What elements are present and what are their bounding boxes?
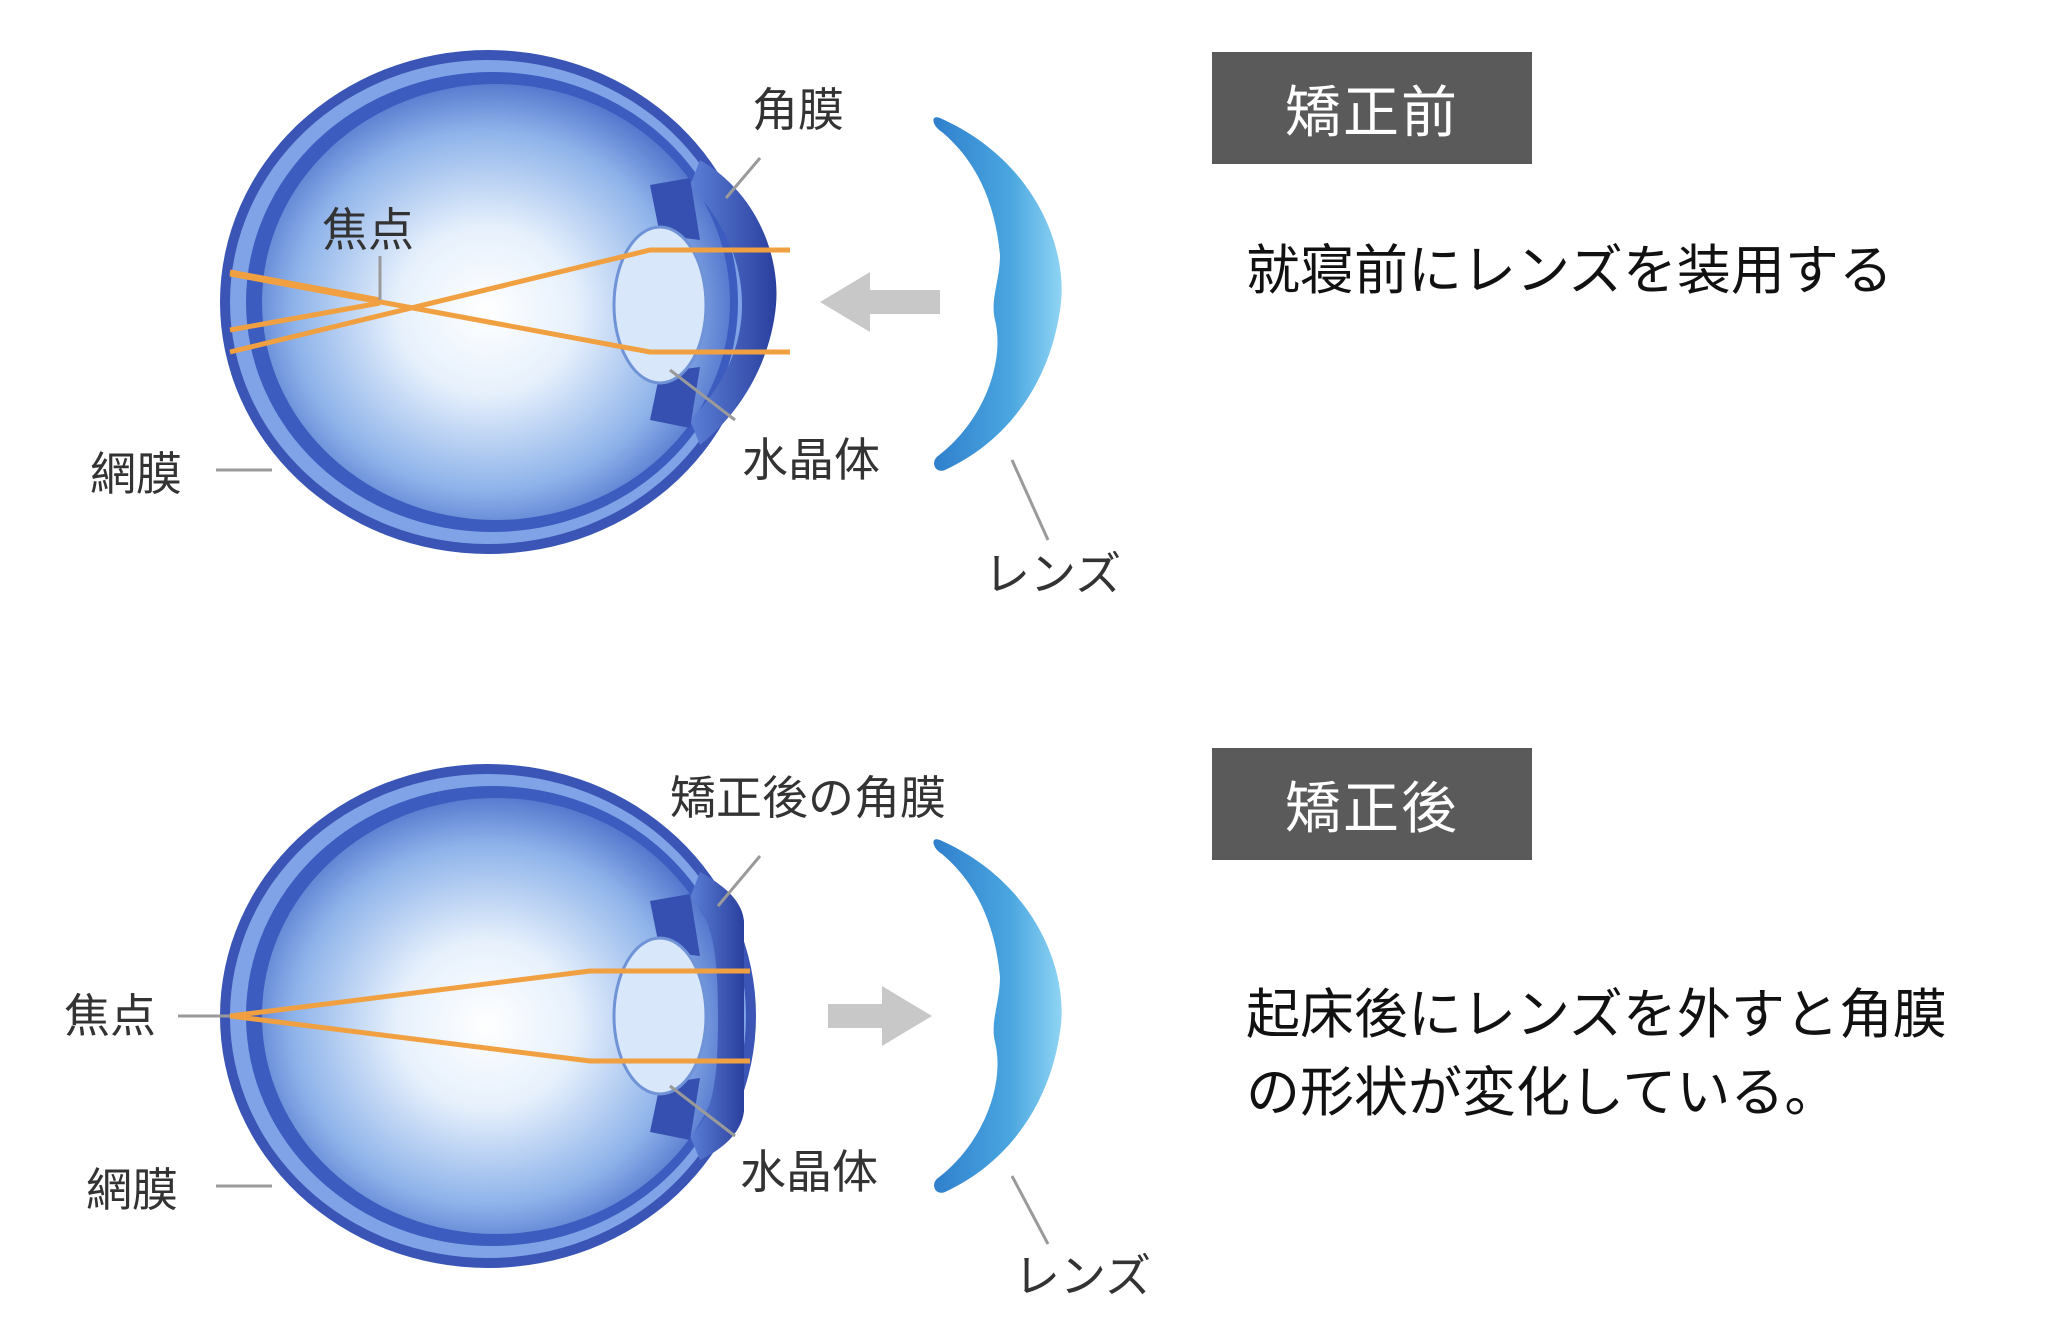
light-ray-upper — [229, 968, 750, 1019]
label-retina: 網膜 — [90, 447, 182, 501]
label-focus: 焦点 — [322, 203, 414, 257]
label-focus: 焦点 — [64, 989, 156, 1043]
heading-before: 矯正前 — [1212, 52, 1532, 164]
description-after-line2: の形状が変化している。 — [1246, 1061, 1839, 1124]
after-panel: 矯正後の角膜 焦点 網膜 水晶体 レンズ 矯正後 起床後にレンズを外すと角膜 の… — [0, 666, 2062, 1332]
cornea-shape-flattened — [690, 872, 744, 1160]
cornea-shape — [690, 160, 777, 445]
cornea-leader — [716, 855, 762, 907]
label-contact-lens: レンズ — [984, 547, 1121, 601]
light-ray-upper-ext — [229, 269, 381, 303]
description-after-line1: 起床後にレンズを外すと角膜 — [1246, 983, 1947, 1046]
description-before: 就寝前にレンズを装用する — [1246, 239, 1893, 302]
label-crystalline-lens: 水晶体 — [742, 433, 880, 487]
arrow-right-icon — [828, 986, 932, 1046]
light-ray-upper — [229, 247, 790, 355]
vitreous-body — [262, 798, 730, 1234]
arrow-left-icon — [820, 272, 940, 332]
label-contact-lens: レンズ — [1014, 1249, 1151, 1303]
light-ray-lower-ext — [229, 300, 381, 333]
before-eye-diagram: 角膜 焦点 網膜 水晶体 レンズ — [90, 50, 1121, 601]
crystalline-lens — [612, 225, 708, 385]
crystalline-lens — [612, 936, 708, 1096]
crystalline-lens-leader — [669, 368, 736, 422]
label-retina: 網膜 — [86, 1163, 178, 1217]
label-crystalline-lens: 水晶体 — [740, 1145, 878, 1199]
after-eye-diagram: 矯正後の角膜 焦点 網膜 水晶体 レンズ — [64, 764, 1151, 1303]
heading-after: 矯正後 — [1212, 748, 1532, 860]
contact-lens — [933, 839, 1062, 1193]
contact-lens — [933, 117, 1062, 471]
cornea-leader — [724, 157, 762, 199]
label-cornea-corrected: 矯正後の角膜 — [670, 771, 946, 825]
light-ray-lower — [229, 1013, 750, 1064]
before-panel: 角膜 焦点 網膜 水晶体 レンズ 矯正前 就寝前にレンズを装用する — [0, 0, 2062, 666]
crystalline-lens-leader — [669, 1084, 736, 1138]
description-after: 起床後にレンズを外すと角膜 の形状が変化している。 — [1246, 976, 1947, 1132]
vitreous-body — [262, 84, 730, 520]
contact-lens-leader — [1010, 459, 1050, 541]
iris — [650, 178, 700, 240]
contact-lens-leader — [1010, 1175, 1050, 1245]
label-cornea: 角膜 — [752, 83, 844, 137]
